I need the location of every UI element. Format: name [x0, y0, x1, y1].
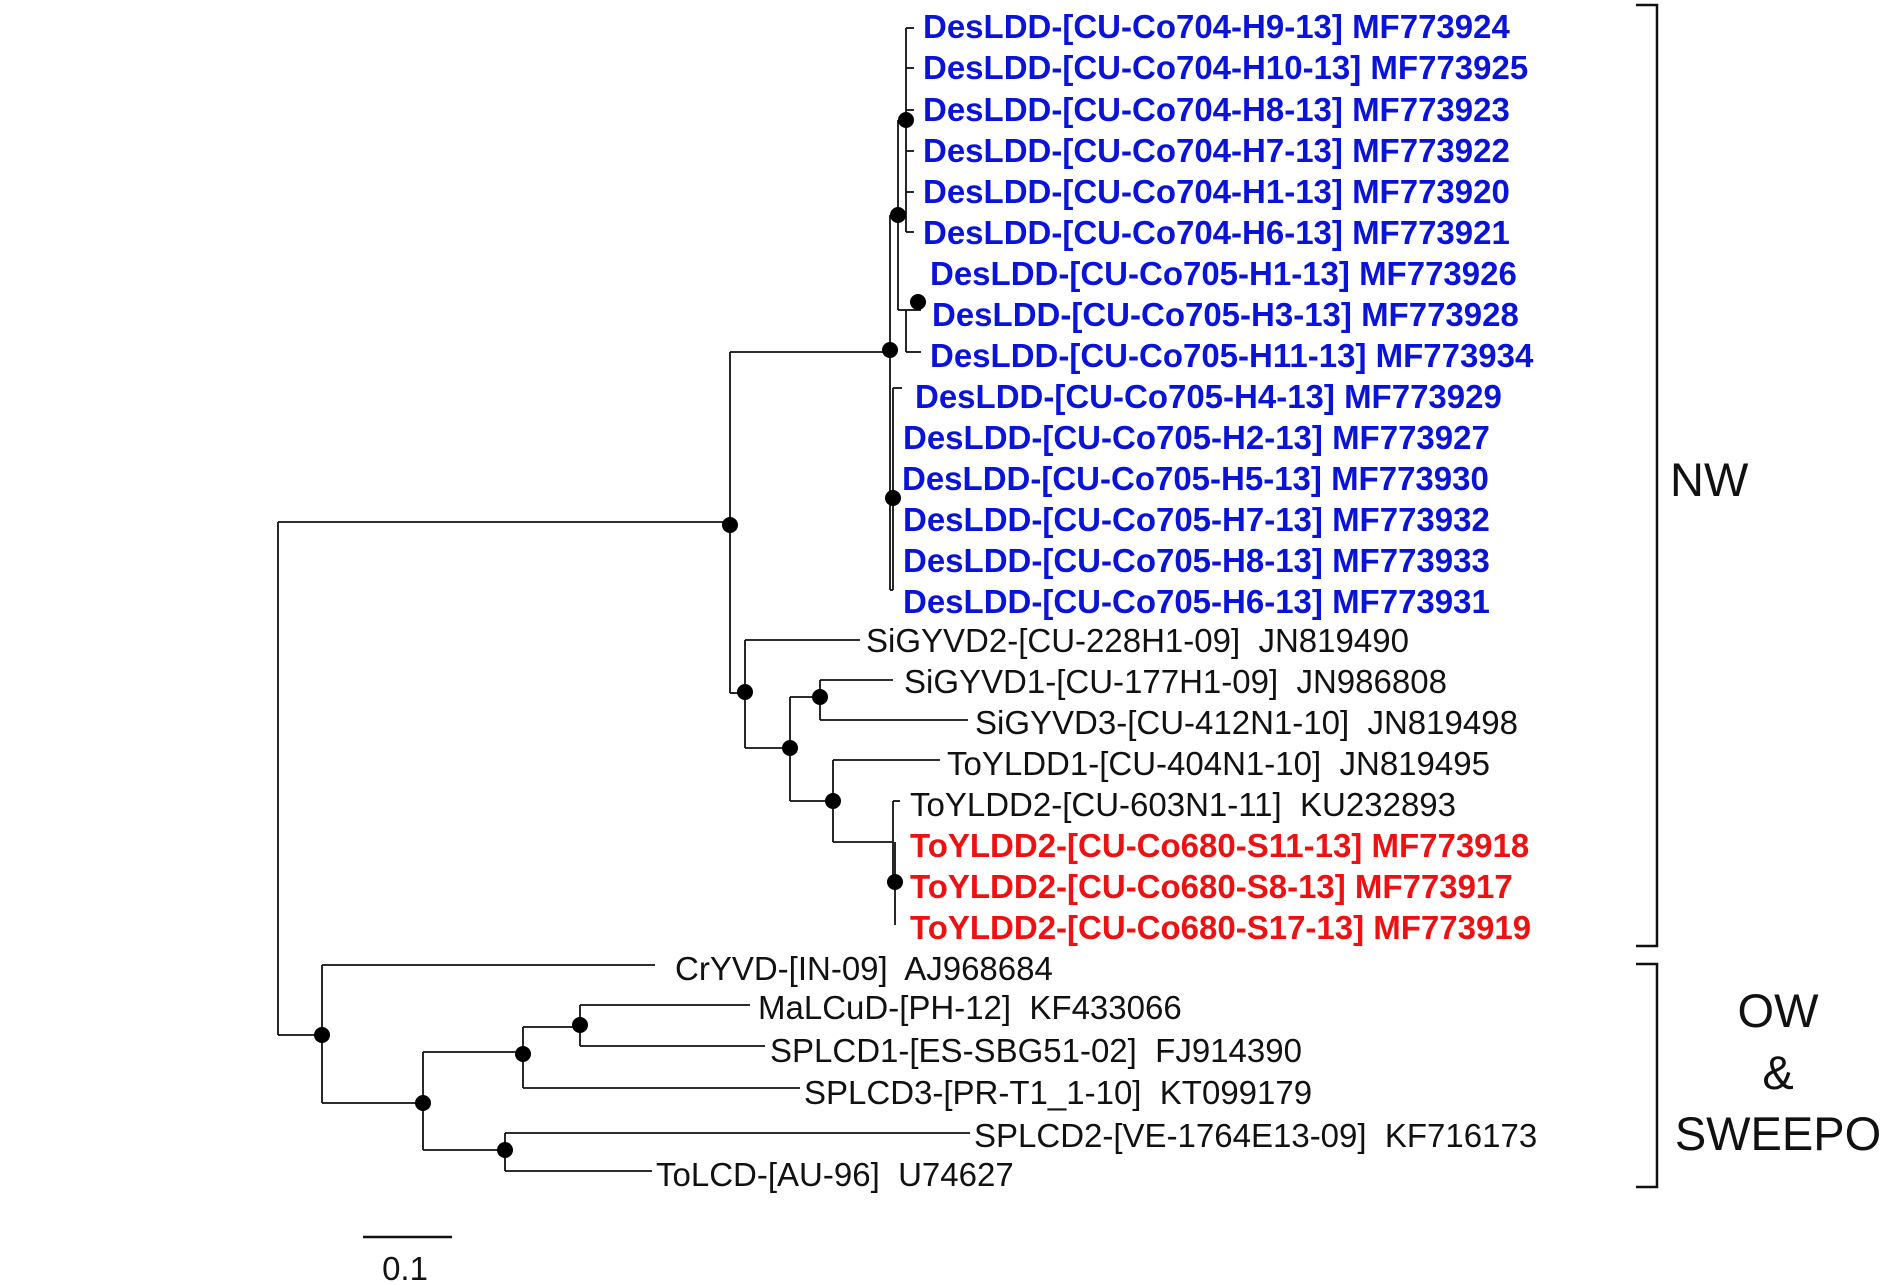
leaf-label: SPLCD3-[PR-T1_1-10] KT099179	[804, 1074, 1312, 1111]
support-node	[737, 684, 753, 700]
support-node	[415, 1095, 431, 1111]
leaf-label: DesLDD-[CU-Co705-H2-13] MF773927	[903, 419, 1490, 456]
leaf-label: ToYLDD2-[CU-Co680-S17-13] MF773919	[910, 909, 1531, 946]
support-node	[497, 1142, 513, 1158]
leaf-label: DesLDD-[CU-Co705-H7-13] MF773932	[903, 501, 1490, 538]
support-node	[825, 793, 841, 809]
leaf-label: ToYLDD2-[CU-603N1-11] KU232893	[910, 786, 1456, 823]
support-node	[782, 740, 798, 756]
leaf-label: SiGYVD3-[CU-412N1-10] JN819498	[975, 704, 1518, 741]
leaf-label: ToYLDD1-[CU-404N1-10] JN819495	[947, 745, 1490, 782]
support-node	[515, 1046, 531, 1062]
support-node	[887, 874, 903, 890]
leaf-label: DesLDD-[CU-Co705-H3-13] MF773928	[932, 296, 1519, 333]
leaf-label: ToYLDD2-[CU-Co680-S11-13] MF773918	[910, 827, 1529, 864]
leaf-label: DesLDD-[CU-Co705-H6-13] MF773931	[903, 583, 1490, 620]
leaf-label: DesLDD-[CU-Co704-H9-13] MF773924	[923, 8, 1510, 45]
support-node	[572, 1017, 588, 1033]
leaf-label: DesLDD-[CU-Co704-H10-13] MF773925	[923, 49, 1528, 86]
nw-clade-bracket	[1636, 3, 1659, 948]
support-node	[882, 342, 898, 358]
leaf-label: SiGYVD1-[CU-177H1-09] JN986808	[904, 663, 1447, 700]
leaf-label: SiGYVD2-[CU-228H1-09] JN819490	[866, 622, 1409, 659]
leaf-labels: DesLDD-[CU-Co704-H9-13] MF773924 DesLDD-…	[656, 8, 1537, 1193]
ow-clade-label: OW	[1738, 984, 1820, 1037]
scale-bar-label: 0.1	[382, 1250, 428, 1285]
leaf-label: SPLCD2-[VE-1764E13-09] KF716173	[974, 1117, 1537, 1154]
support-node	[885, 490, 901, 506]
leaf-label: DesLDD-[CU-Co704-H1-13] MF773920	[923, 173, 1510, 210]
leaf-label: DesLDD-[CU-Co705-H5-13] MF773930	[902, 460, 1489, 497]
leaf-label: ToLCD-[AU-96] U74627	[656, 1156, 1014, 1193]
support-node	[314, 1027, 330, 1043]
support-node	[910, 294, 926, 310]
leaf-label: DesLDD-[CU-Co705-H4-13] MF773929	[915, 378, 1502, 415]
leaf-label: DesLDD-[CU-Co704-H6-13] MF773921	[923, 214, 1510, 251]
ampersand-label: &	[1762, 1046, 1793, 1099]
leaf-label: DesLDD-[CU-Co704-H8-13] MF773923	[923, 91, 1510, 128]
leaf-label: DesLDD-[CU-Co705-H8-13] MF773933	[903, 542, 1490, 579]
support-node-markers	[314, 112, 926, 1158]
leaf-label: DesLDD-[CU-Co705-H11-13] MF773934	[930, 337, 1534, 374]
leaf-label: CrYVD-[IN-09] AJ968684	[675, 950, 1053, 987]
leaf-label: MaLCuD-[PH-12] KF433066	[758, 989, 1182, 1026]
sweepo-clade-label: SWEEPO	[1675, 1107, 1881, 1160]
leaf-label: DesLDD-[CU-Co704-H7-13] MF773922	[923, 132, 1510, 169]
nw-clade-label: NW	[1670, 453, 1749, 506]
support-node	[890, 207, 906, 223]
ow-sweepo-clade-bracket	[1636, 962, 1659, 1189]
support-node	[898, 112, 914, 128]
leaf-label: ToYLDD2-[CU-Co680-S8-13] MF773917	[910, 868, 1513, 905]
leaf-label: DesLDD-[CU-Co705-H1-13] MF773926	[930, 255, 1517, 292]
leaf-label: SPLCD1-[ES-SBG51-02] FJ914390	[770, 1032, 1302, 1069]
support-node	[812, 689, 828, 705]
support-node	[722, 517, 738, 533]
